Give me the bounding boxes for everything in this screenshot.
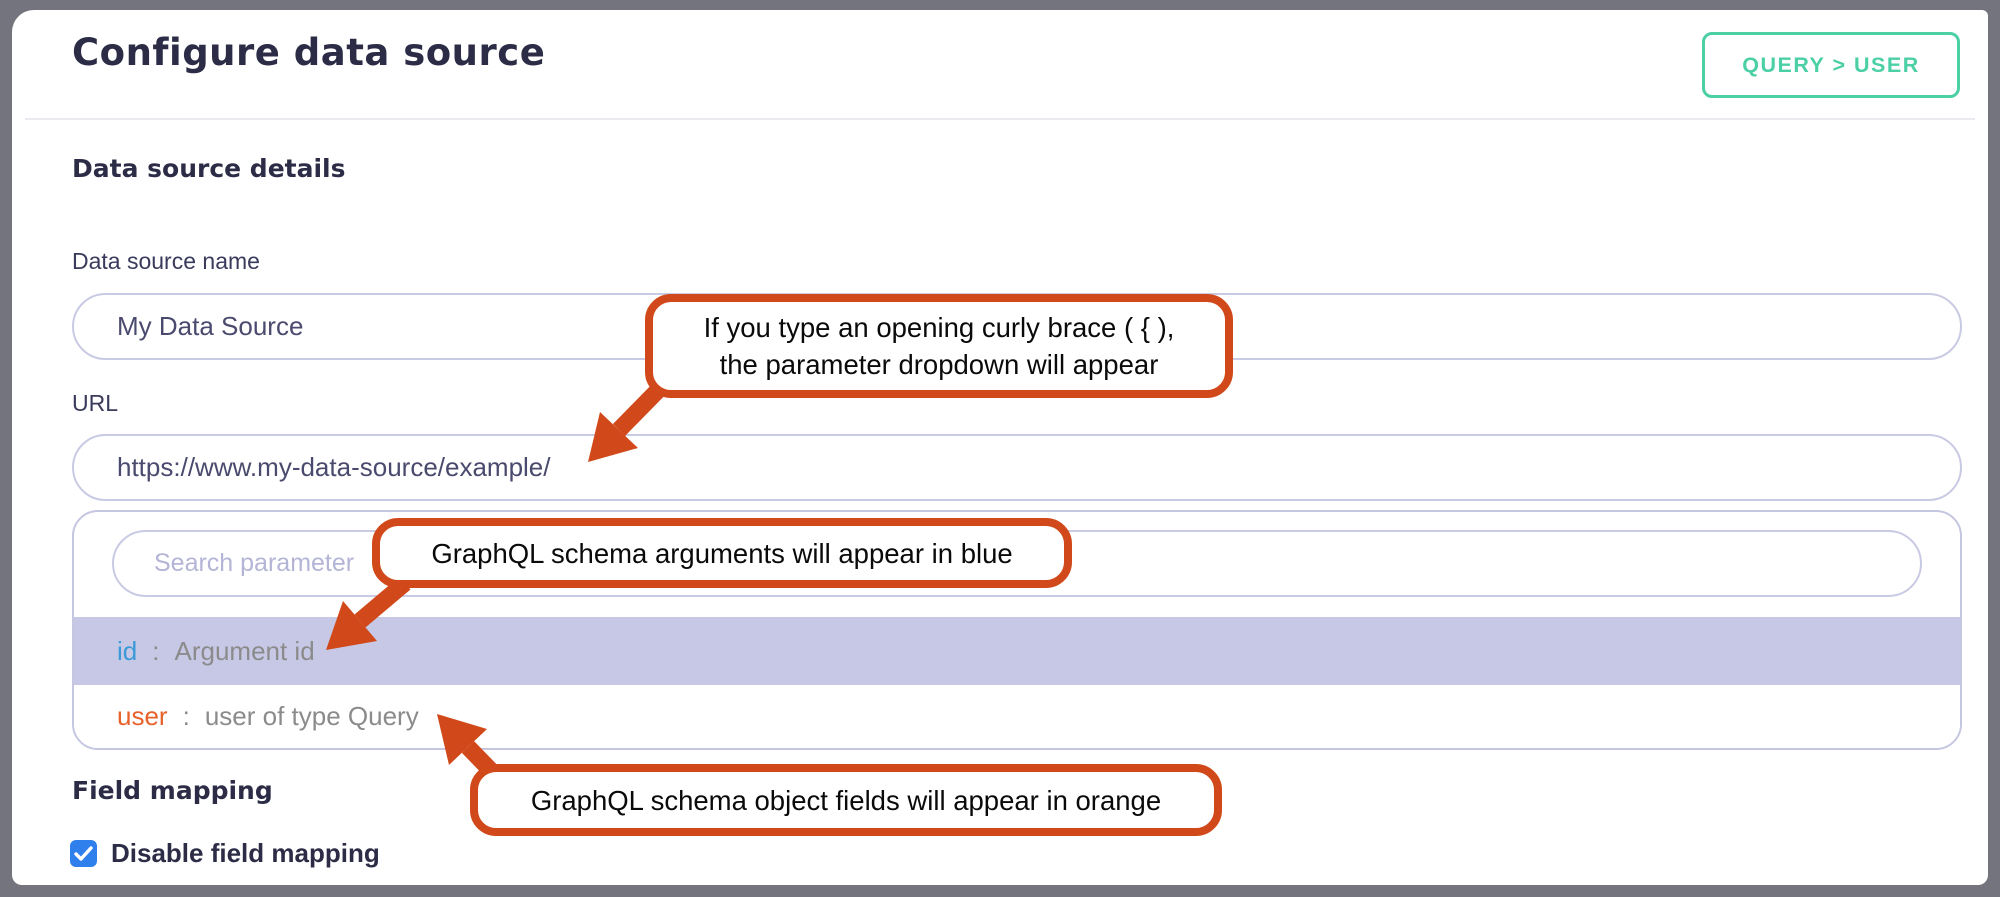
callout-arguments-blue: GraphQL schema arguments will appear in … bbox=[372, 518, 1072, 588]
checkmark-icon bbox=[74, 846, 93, 861]
separator: : bbox=[152, 635, 160, 666]
content-card: Configure data source QUERY > USER Data … bbox=[12, 10, 1988, 885]
argument-name: id bbox=[117, 635, 138, 666]
callout-curly-brace: If you type an opening curly brace ( { )… bbox=[645, 294, 1233, 398]
callout-line: If you type an opening curly brace ( { )… bbox=[703, 312, 1175, 343]
callout-line: the parameter dropdown will appear bbox=[719, 349, 1159, 380]
argument-description: Argument id bbox=[174, 635, 315, 666]
disable-field-mapping-checkbox[interactable] bbox=[70, 840, 97, 867]
dropdown-item-user[interactable]: user : user of type Query bbox=[74, 685, 1960, 748]
field-description: user of type Query bbox=[204, 701, 419, 731]
page-title: Configure data source bbox=[72, 31, 546, 74]
callout-fields-orange: GraphQL schema object fields will appear… bbox=[470, 764, 1222, 836]
callout-line: GraphQL schema arguments will appear in … bbox=[431, 537, 1013, 569]
separator: : bbox=[182, 701, 190, 731]
field-name: user bbox=[117, 701, 168, 731]
dropdown-item-id[interactable]: id : Argument id bbox=[74, 617, 1960, 685]
section-heading-details: Data source details bbox=[72, 154, 346, 183]
query-user-badge[interactable]: QUERY > USER bbox=[1702, 32, 1960, 98]
url-label: URL bbox=[72, 390, 119, 416]
url-input[interactable] bbox=[72, 434, 1962, 501]
disable-field-mapping-label: Disable field mapping bbox=[111, 838, 380, 868]
disable-field-mapping-row[interactable]: Disable field mapping bbox=[70, 838, 380, 869]
section-heading-field-mapping: Field mapping bbox=[72, 776, 273, 805]
header-divider bbox=[25, 118, 1975, 120]
data-source-name-label: Data source name bbox=[72, 248, 260, 274]
callout-line: GraphQL schema object fields will appear… bbox=[530, 784, 1162, 816]
